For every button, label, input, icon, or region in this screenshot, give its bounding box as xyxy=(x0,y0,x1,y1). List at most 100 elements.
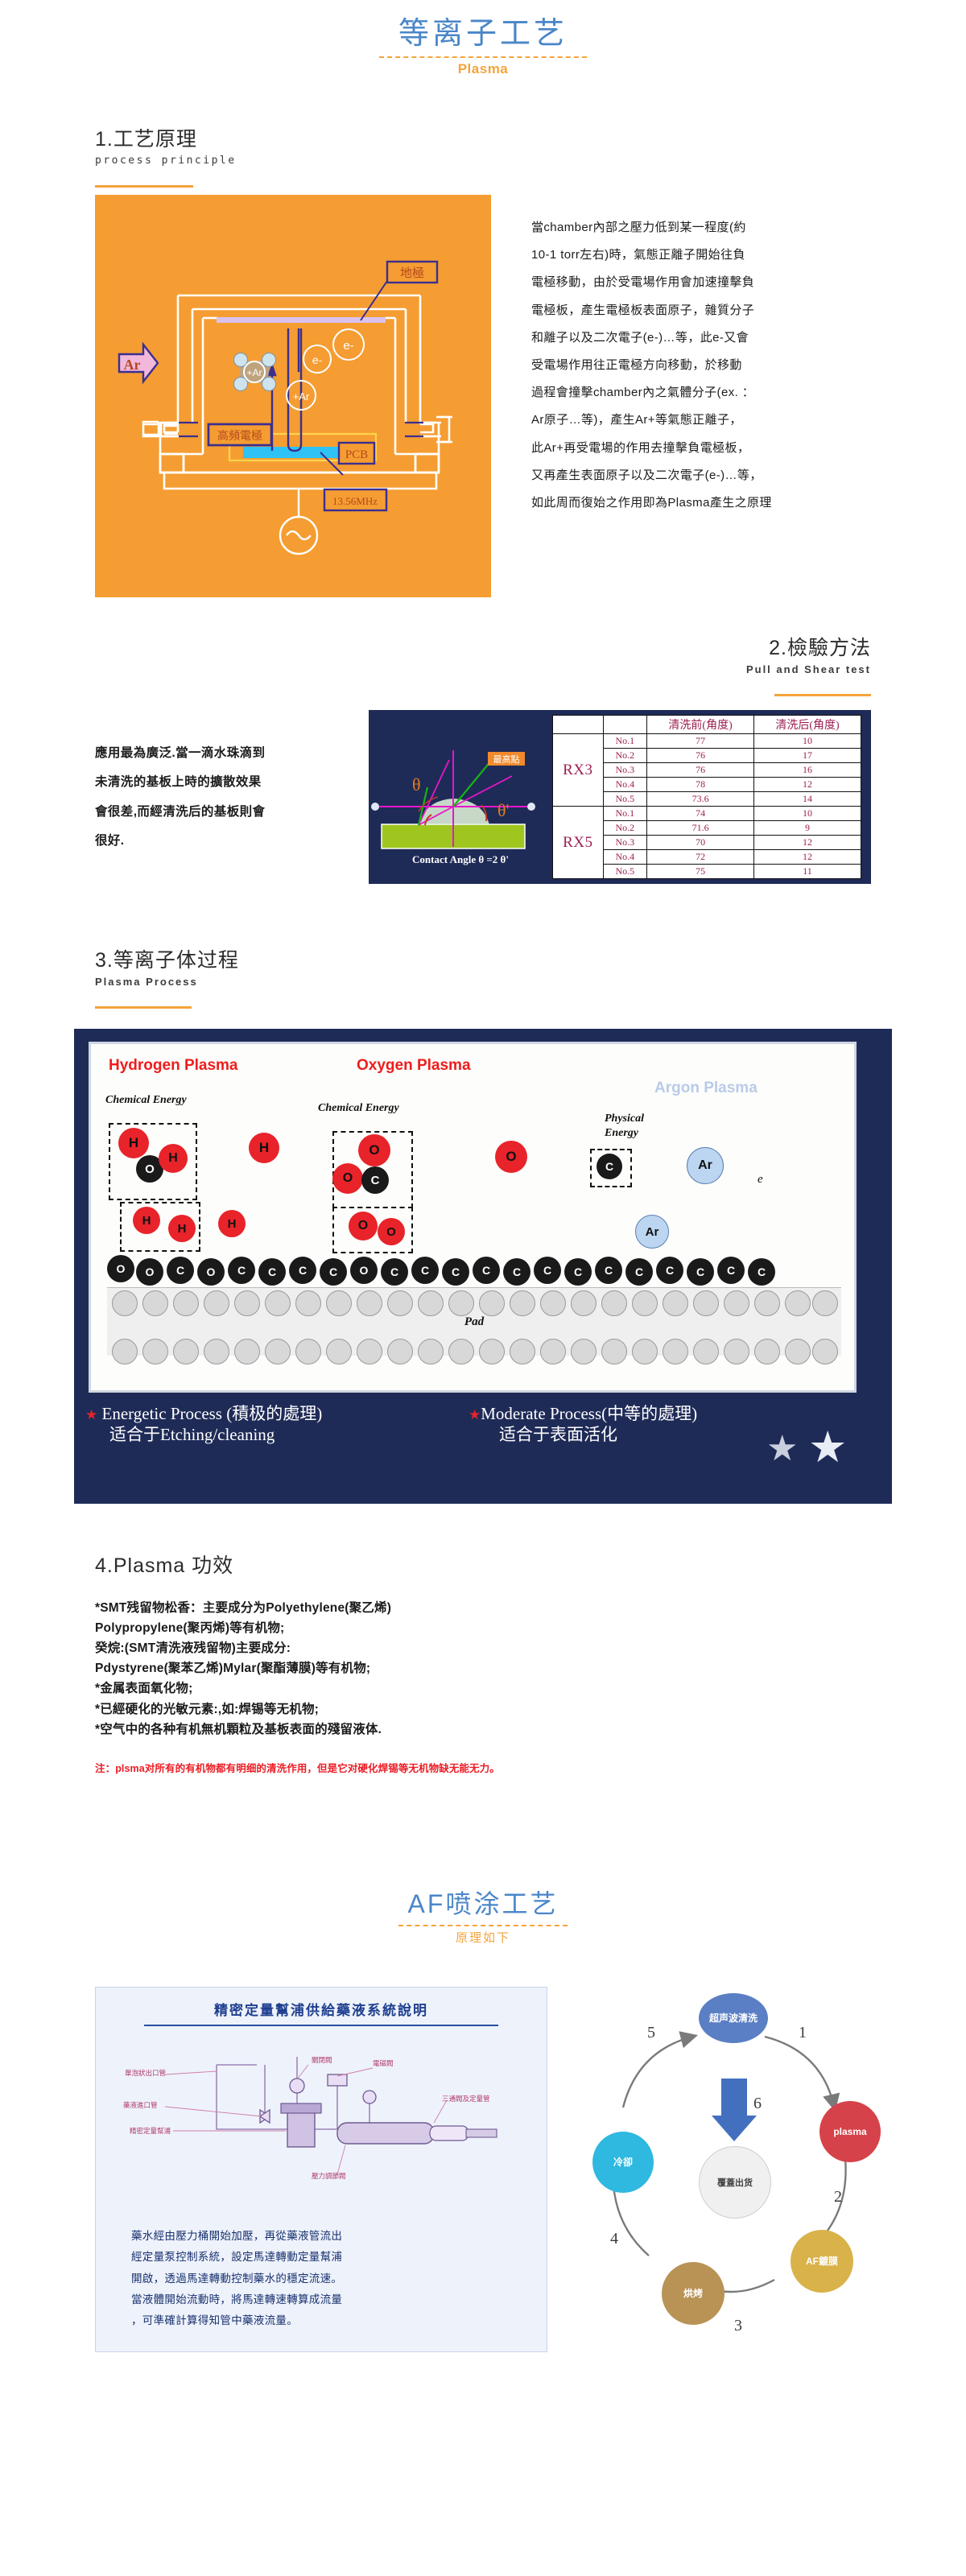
af-title-en: 原理如下 xyxy=(455,1931,510,1945)
pump-system-panel: 精密定量幫浦供給藥液系統說明 xyxy=(95,1987,547,2352)
page-title: 等离子工艺 Plasma xyxy=(0,17,966,77)
s1-line: 此Ar+再受電場的作用去撞擊負電極板， xyxy=(531,440,750,455)
atom-o-dark: O xyxy=(136,1258,163,1286)
table-row: No.5 75 11 xyxy=(553,864,861,879)
atom-c-dark: C xyxy=(656,1257,683,1284)
chamber-svg: e- e- +Ar +Ar Ar xyxy=(95,195,491,597)
af-title-cn: AF喷涂工艺 xyxy=(407,1889,559,1918)
cycle-number-5: 5 xyxy=(647,2024,655,2041)
table-row: No.4 72 12 xyxy=(553,849,861,865)
bullet-item: *金属表面氧化物; xyxy=(95,1682,193,1696)
atom-c-dark: C xyxy=(473,1257,500,1284)
page-title-cn: 等离子工艺 xyxy=(398,17,568,51)
label-hf-electrode: 高頻電極 xyxy=(207,423,273,447)
atom-c-dark: C xyxy=(289,1257,316,1284)
s1-line: 10-1 torr左右)時，氣態正離子開始往負 xyxy=(531,248,745,262)
atom-c-dark: C xyxy=(228,1257,255,1284)
row-no: No.4 xyxy=(602,849,648,865)
cycle-number-2: 2 xyxy=(834,2188,842,2206)
section3-heading: 3.等离子体过程 Plasma Process xyxy=(95,948,239,988)
atom-o-dark: O xyxy=(107,1255,134,1282)
s1-line: Ar原子…等)，產生Ar+等氣態正離子， xyxy=(531,413,742,427)
af-title: AF喷涂工艺 原理如下 xyxy=(0,1884,966,1946)
th-blank2 xyxy=(602,715,648,734)
cycle-node-4: 冷卻 xyxy=(592,2132,654,2193)
atom-c-dark: C xyxy=(320,1258,347,1286)
table-row: RX3 No.1 77 10 xyxy=(552,733,861,807)
atom-o: O xyxy=(378,1218,405,1245)
cycle-node-3: 烘烤 xyxy=(662,2262,724,2325)
svg-text:13.56MHz: 13.56MHz xyxy=(332,495,378,507)
theta-prime-label: θ' xyxy=(497,800,510,820)
atom-c-dark: C xyxy=(595,1257,622,1284)
physical-energy-label: Physical Energy xyxy=(605,1113,644,1139)
row-no: No.1 xyxy=(602,806,648,821)
atom-h: H xyxy=(133,1207,160,1234)
atom-c-dark: C xyxy=(687,1258,714,1286)
atom-o: O xyxy=(349,1212,378,1241)
pad-grey-row xyxy=(107,1290,841,1318)
cycle-node-2: AF鍍膜 xyxy=(791,2230,853,2293)
atom-c-dark: C xyxy=(381,1258,408,1286)
row-no: No.4 xyxy=(602,777,648,792)
pump-caption: 電磁閥 xyxy=(373,2059,394,2067)
th-blank1 xyxy=(552,715,604,734)
atom-o: O xyxy=(358,1134,390,1166)
pump-schematic xyxy=(96,2033,547,2214)
bullet-item: Pdystyrene(聚苯乙烯)Mylar(聚酯薄膜)等有机物; xyxy=(95,1662,371,1676)
cycle-number-6: 6 xyxy=(753,2095,762,2112)
cell-before: 74 xyxy=(646,806,755,821)
section4-heading-text: 4.Plasma 功效 xyxy=(95,1554,234,1577)
svg-text:最高點: 最高點 xyxy=(493,753,520,765)
bullet-item: *已經硬化的光敏元素:,如:焊锡等无机物; xyxy=(95,1702,320,1716)
atom-h: H xyxy=(168,1215,196,1242)
banner-left-line2: 适合于Etching/cleaning xyxy=(109,1424,275,1444)
cycle-node-5: 超声波清洗 xyxy=(699,1993,768,2043)
pad-label: Pad xyxy=(464,1315,485,1328)
title-divider xyxy=(379,56,587,58)
row-no: No.3 xyxy=(602,762,648,778)
center-down-arrow xyxy=(712,2079,757,2141)
pump-desc-line: 開啟，透過馬達轉動控制藥水的穩定流速。 xyxy=(131,2272,343,2285)
section1-heading-en: process principle xyxy=(95,155,237,167)
pump-caption: 關閉閥 xyxy=(312,2056,332,2064)
bullet-item: *空气中的各种有机無机顆粒及基板表面的殘留液体. xyxy=(95,1722,382,1736)
cell-before: 76 xyxy=(646,748,755,763)
cycle-node-1: plasma xyxy=(819,2101,881,2162)
dashbox-hydrogen-lower xyxy=(120,1202,200,1252)
atom-c-dark: C xyxy=(361,1166,389,1194)
row-no: No.2 xyxy=(602,820,648,836)
pump-desc-line: ，可準確計算得知管中藥液流量。 xyxy=(131,2314,298,2327)
row-no: No.5 xyxy=(602,864,648,879)
section2-paragraph: 應用最為廣泛.當一滴水珠滴到 未清洗的基板上時的擴散效果 會很差,而經清洗后的基… xyxy=(95,739,361,857)
cell-after: 10 xyxy=(753,733,861,749)
bullet-item: *SMT残留物松香：主要成分为Polyethylene(聚乙烯) xyxy=(95,1601,392,1615)
svg-text:地極: 地極 xyxy=(400,266,424,280)
s1-line: 和離子以及二次電子(e-)…等，此e-又會 xyxy=(531,330,749,345)
atom-c-dark: C xyxy=(534,1257,561,1284)
chemical-energy-label-1: Chemical Energy xyxy=(105,1094,187,1106)
plasma-chamber-diagram: e- e- +Ar +Ar Ar xyxy=(95,195,491,597)
section2-heading: 2.檢驗方法 Pull and Shear test xyxy=(564,636,871,675)
table-row: No.2 76 17 xyxy=(553,748,861,763)
cell-after: 12 xyxy=(753,777,861,792)
cell-before: 77 xyxy=(646,733,755,749)
row-no: No.5 xyxy=(602,791,648,807)
banner-left-line1: ★ Energetic Process (積极的處理) xyxy=(85,1404,323,1423)
electron-label-2: e- xyxy=(343,339,353,353)
cycle-number-4: 4 xyxy=(610,2230,618,2248)
cell-after: 9 xyxy=(753,820,861,836)
pp-banner-left: ★ Energetic Process (積极的處理) 适合于Etching/c… xyxy=(85,1404,322,1445)
s1-line: 當chamber內部之壓力低到某一程度(約 xyxy=(531,221,746,234)
theta-label: θ xyxy=(412,774,421,795)
cell-before: 76 xyxy=(646,762,755,778)
pad-grey-row-2 xyxy=(107,1339,841,1366)
atom-c-dark: C xyxy=(597,1154,622,1179)
s2-line: 未清洗的基板上時的擴散效果 xyxy=(95,775,262,790)
label-pcb: PCB xyxy=(337,441,376,465)
cell-before: 71.6 xyxy=(646,820,755,836)
decorative-star-icon: ★ xyxy=(766,1429,799,1468)
s1-line: 電極移動，由於受電場作用會加速撞擊負 xyxy=(531,275,755,290)
surface-atom-chain: O O C O C C C C O C C C C C C C C C C C xyxy=(107,1255,840,1287)
